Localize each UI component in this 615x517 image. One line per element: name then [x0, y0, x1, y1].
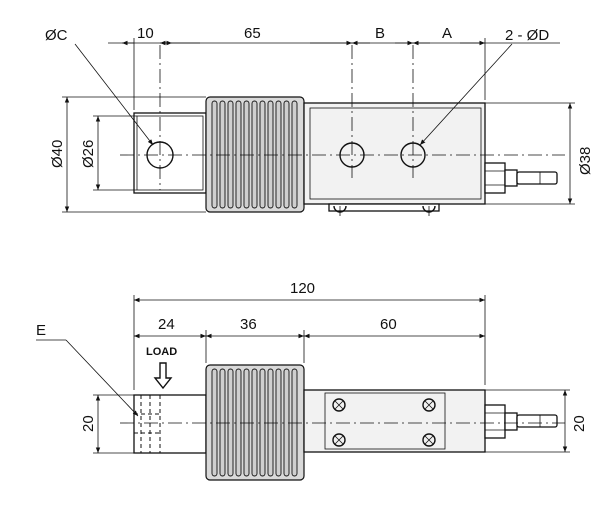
bellows-rib: [291, 368, 298, 477]
bellows-top: [205, 96, 305, 213]
bellows-rib: [227, 100, 234, 209]
bottom-tab: [328, 203, 440, 212]
bellows-rib: [243, 368, 250, 477]
bellows-rib: [259, 368, 266, 477]
bellows-rib: [211, 368, 218, 477]
right-body-side: [303, 389, 486, 453]
bellows-rib: [243, 100, 250, 209]
screw-3: [332, 433, 346, 447]
left-mount-inner: [136, 115, 204, 191]
right-body-top: [303, 102, 486, 205]
hole-d-2: [400, 142, 426, 168]
label-dia-d: 2 - ØD: [505, 27, 549, 44]
bellows-rib: [227, 368, 234, 477]
left-mount-block: [133, 112, 207, 194]
bellows-rib: [235, 100, 242, 209]
load-arrow-icon: [153, 362, 173, 390]
hole-c: [146, 141, 174, 169]
screw-4: [422, 433, 436, 447]
right-body-plate: [324, 392, 446, 450]
right-body-inner: [309, 107, 482, 200]
bellows-rib: [275, 368, 282, 477]
label-dim-b: B: [375, 25, 385, 42]
hole-d-1: [339, 142, 365, 168]
bellows-rib: [267, 368, 274, 477]
label-dim-20-right: 20: [571, 415, 588, 432]
bellows-rib: [275, 100, 282, 209]
left-block-side: [133, 394, 207, 454]
bellows-rib: [235, 368, 242, 477]
bellows-rib: [291, 100, 298, 209]
cable-side: [516, 414, 558, 428]
cable-top: [516, 171, 558, 185]
label-dim-a: A: [442, 25, 452, 42]
bellows-rib: [251, 368, 258, 477]
label-dia-40: Ø40: [49, 140, 66, 168]
label-dim-10: 10: [137, 25, 154, 42]
bellows-side: [205, 364, 305, 481]
bellows-rib: [219, 368, 226, 477]
label-dia-c: ØC: [45, 27, 68, 44]
label-dim-36: 36: [240, 316, 257, 333]
screw-1: [332, 398, 346, 412]
bellows-rib: [219, 100, 226, 209]
side-view: 120 24 36 60 E LOAD 20 20: [36, 280, 588, 481]
label-dim-65: 65: [244, 25, 261, 42]
cable-gland-top: [484, 162, 518, 194]
label-dim-24: 24: [158, 316, 175, 333]
bellows-rib: [283, 368, 290, 477]
label-dim-20-left: 20: [80, 415, 97, 432]
label-dim-60: 60: [380, 316, 397, 333]
label-dim-120: 120: [290, 280, 315, 297]
label-marker-e: E: [36, 322, 46, 339]
label-dia-26: Ø26: [80, 140, 97, 168]
screw-2: [422, 398, 436, 412]
bellows-rib: [211, 100, 218, 209]
label-load: LOAD: [146, 346, 177, 358]
bellows-rib: [259, 100, 266, 209]
bellows-rib: [251, 100, 258, 209]
cable-gland-side: [484, 404, 518, 439]
bellows-rib: [283, 100, 290, 209]
bellows-rib: [267, 100, 274, 209]
label-dia-38: Ø38: [577, 147, 594, 175]
top-view: ØC 10 65 B A 2 - ØD Ø40 Ø26 Ø38: [45, 25, 594, 216]
